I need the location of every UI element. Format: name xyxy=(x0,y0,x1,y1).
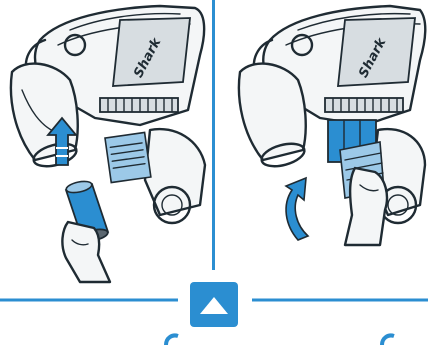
hand-left xyxy=(61,220,112,284)
hand-right xyxy=(343,166,389,247)
right-panel: Shark xyxy=(237,4,427,247)
brand-plate-right xyxy=(336,17,417,87)
left-panel: Shark xyxy=(9,4,207,284)
step-number-partial-right xyxy=(380,333,395,345)
vent-grille-right xyxy=(324,97,404,113)
vent-grille-left xyxy=(99,97,179,113)
step-number-partial-left xyxy=(164,333,179,345)
filter-door-left xyxy=(104,131,152,184)
triangle-up-icon xyxy=(200,297,228,314)
dust-cup-right xyxy=(237,62,307,168)
brand-plate xyxy=(111,17,192,87)
nav-up-button[interactable] xyxy=(190,282,238,327)
arrow-up-icon xyxy=(46,116,78,166)
curved-arrow-icon xyxy=(284,176,310,241)
vacuum-base-left xyxy=(104,127,207,225)
